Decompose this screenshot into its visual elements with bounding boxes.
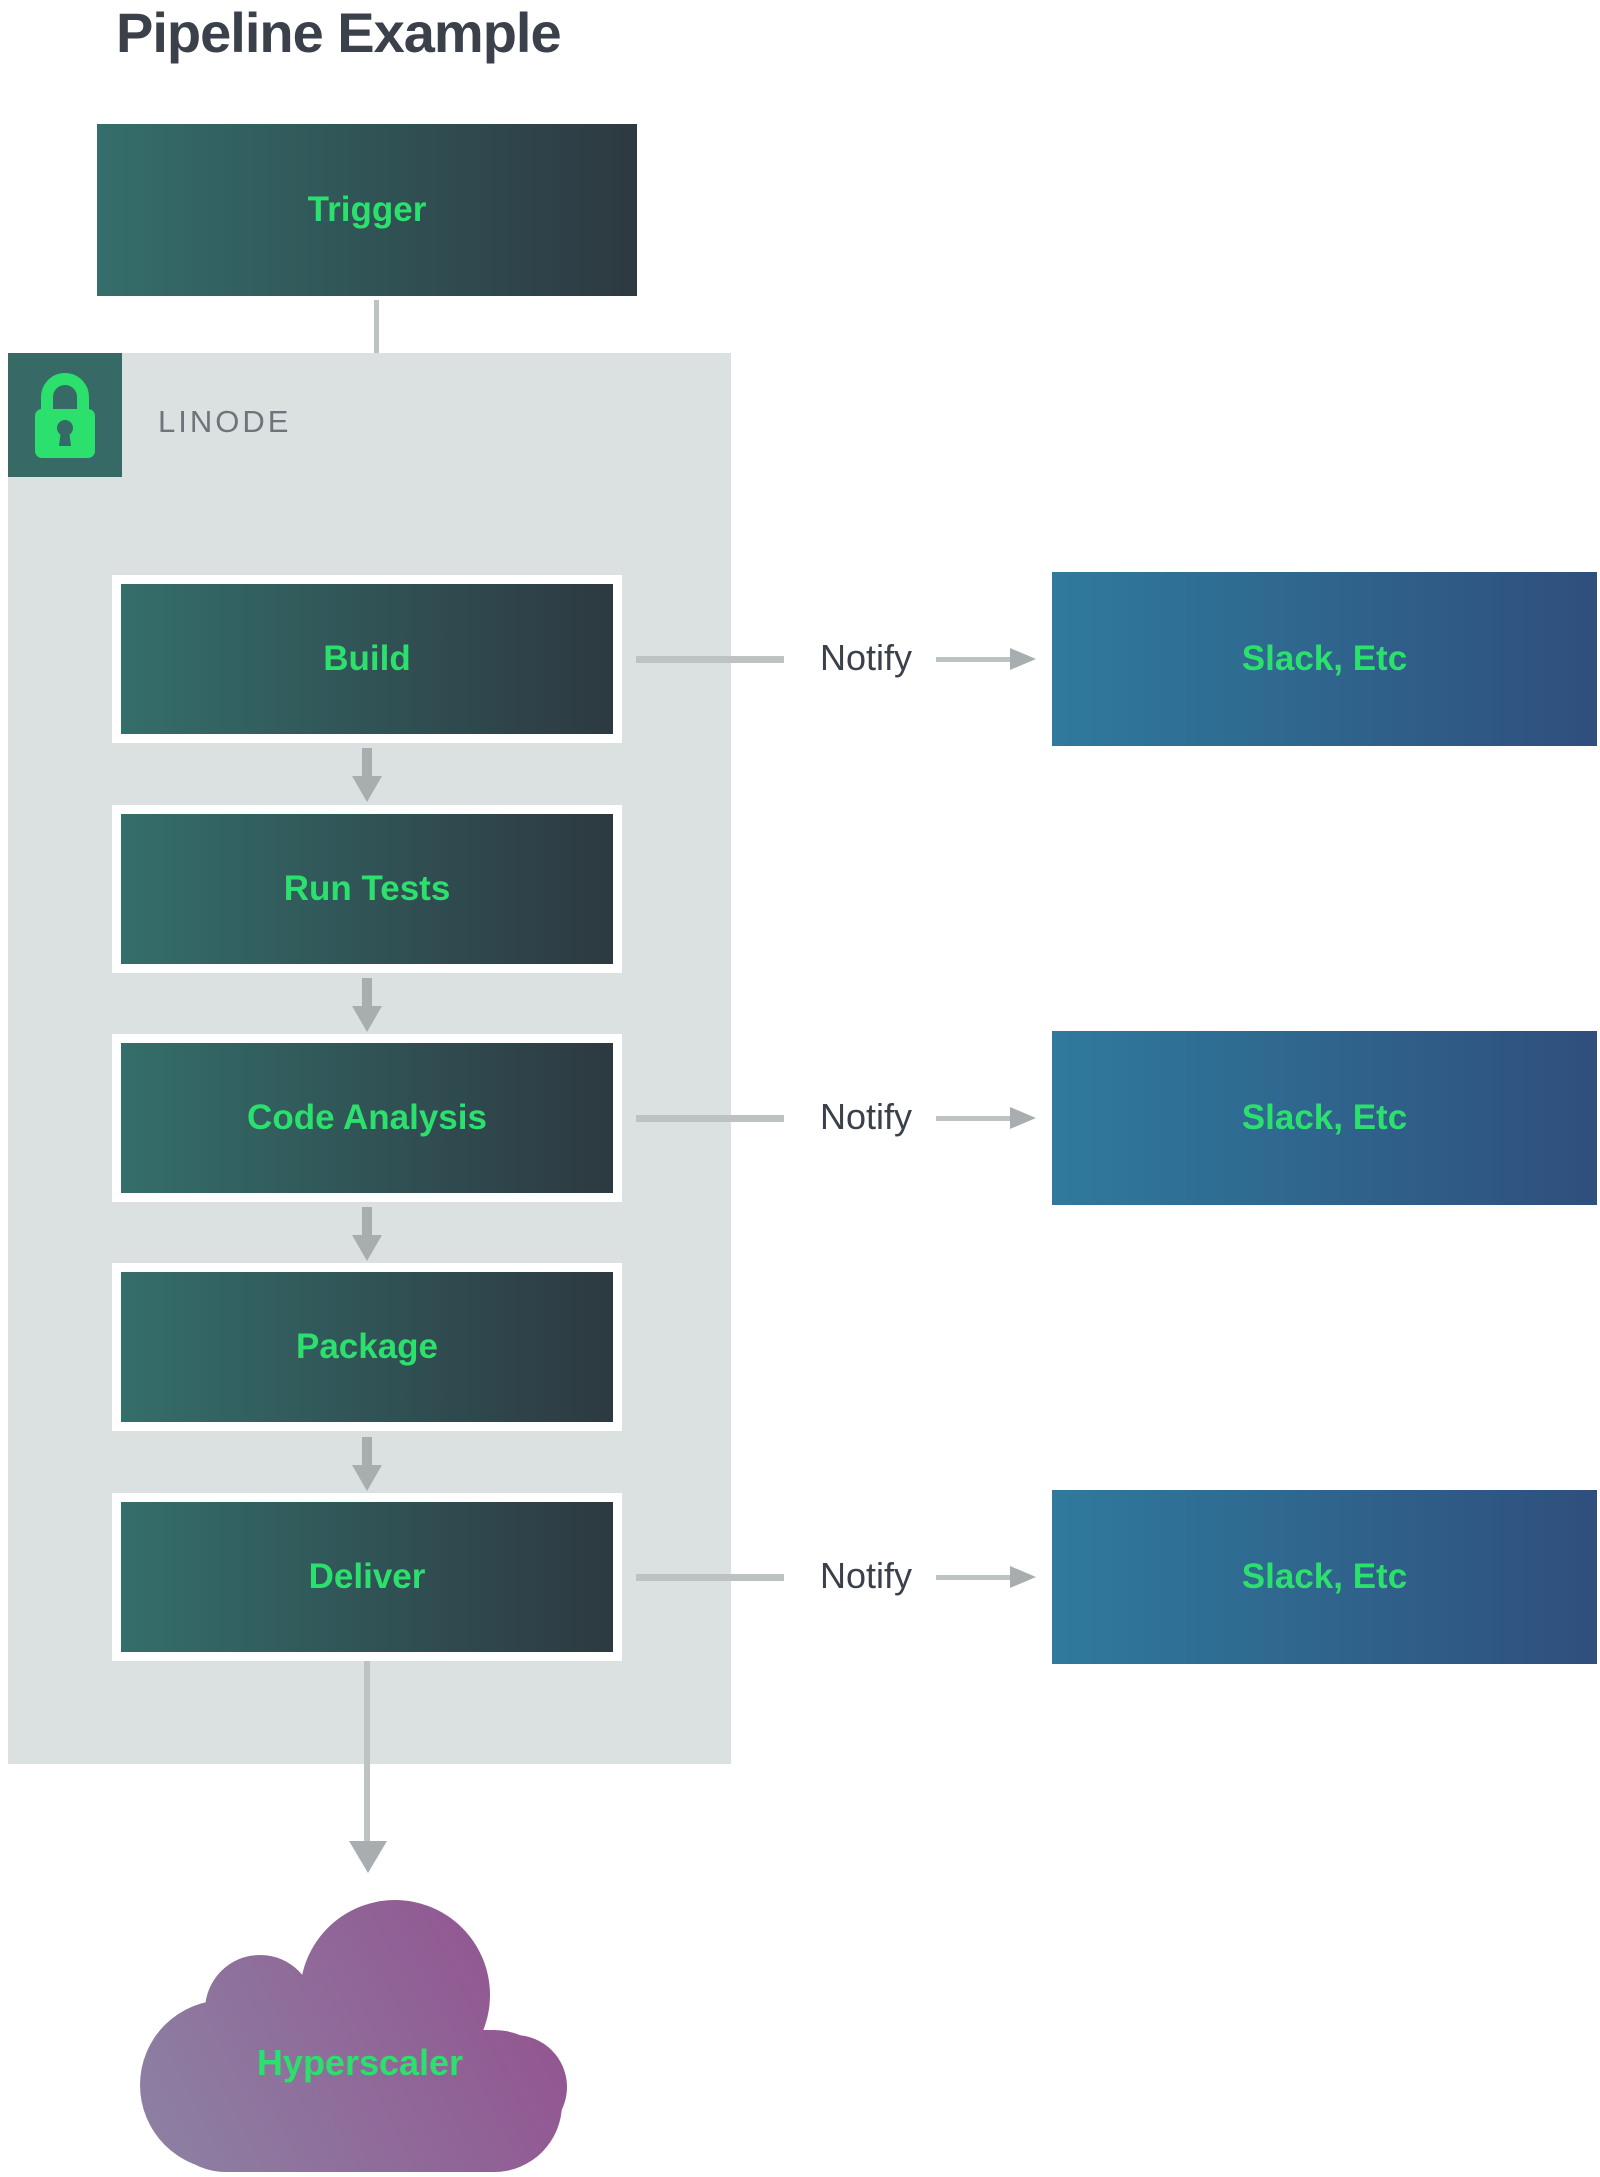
- notify-arrow-deliver: [936, 1575, 1010, 1580]
- notify-target-codeanalysis: Slack, Etc: [1052, 1031, 1597, 1205]
- arrowhead-build-to-runtests: [352, 776, 382, 802]
- arrow-build-to-runtests: [362, 748, 372, 776]
- provider-label: LINODE: [158, 404, 292, 439]
- stage-code-analysis: Code Analysis: [112, 1034, 622, 1202]
- notify-arrowhead-build: [1010, 648, 1036, 670]
- arrow-codeanalysis-to-package: [362, 1207, 372, 1235]
- arrow-deliver-to-hyperscaler: [364, 1661, 370, 1841]
- notify-arrow-codeanalysis: [936, 1116, 1010, 1121]
- notify-target-build-label: Slack, Etc: [1241, 639, 1408, 678]
- arrow-package-to-deliver: [362, 1437, 372, 1465]
- notify-target-build: Slack, Etc: [1052, 572, 1597, 746]
- stage-run-tests-label: Run Tests: [283, 869, 451, 908]
- stage-build-label: Build: [323, 639, 411, 678]
- notify-line-build: [636, 656, 784, 663]
- stage-deliver: Deliver: [112, 1493, 622, 1661]
- notify-target-deliver-label: Slack, Etc: [1241, 1557, 1408, 1596]
- lock-icon: [35, 373, 95, 458]
- lock-badge: [8, 353, 122, 477]
- arrow-runtests-to-codeanalysis: [362, 978, 372, 1006]
- arrowhead-runtests-to-codeanalysis: [352, 1006, 382, 1032]
- notify-line-codeanalysis: [636, 1115, 784, 1122]
- notify-arrowhead-deliver: [1010, 1566, 1036, 1588]
- stage-build: Build: [112, 575, 622, 743]
- stage-code-analysis-label: Code Analysis: [247, 1098, 487, 1137]
- stage-package-label: Package: [295, 1327, 439, 1366]
- notify-target-deliver: Slack, Etc: [1052, 1490, 1597, 1664]
- hyperscaler-cloud: [140, 1900, 567, 2172]
- arrowhead-deliver-to-hyperscaler: [349, 1841, 387, 1873]
- notify-arrow-build: [936, 657, 1010, 662]
- stage-run-tests: Run Tests: [112, 805, 622, 973]
- trigger-node: Trigger: [97, 124, 637, 296]
- arrowhead-package-to-deliver: [352, 1465, 382, 1491]
- notify-line-deliver: [636, 1574, 784, 1581]
- notify-label-build: Notify: [819, 637, 913, 678]
- notify-label-codeanalysis: Notify: [819, 1096, 913, 1137]
- stage-package: Package: [112, 1263, 622, 1431]
- trigger-label: Trigger: [307, 190, 427, 229]
- page-title: Pipeline Example: [116, 1, 562, 64]
- notify-label-deliver: Notify: [819, 1555, 913, 1596]
- notify-arrowhead-codeanalysis: [1010, 1107, 1036, 1129]
- arrowhead-codeanalysis-to-package: [352, 1235, 382, 1261]
- stage-deliver-label: Deliver: [308, 1557, 426, 1596]
- hyperscaler-label: Hyperscaler: [256, 2042, 464, 2083]
- notify-target-codeanalysis-label: Slack, Etc: [1241, 1098, 1408, 1137]
